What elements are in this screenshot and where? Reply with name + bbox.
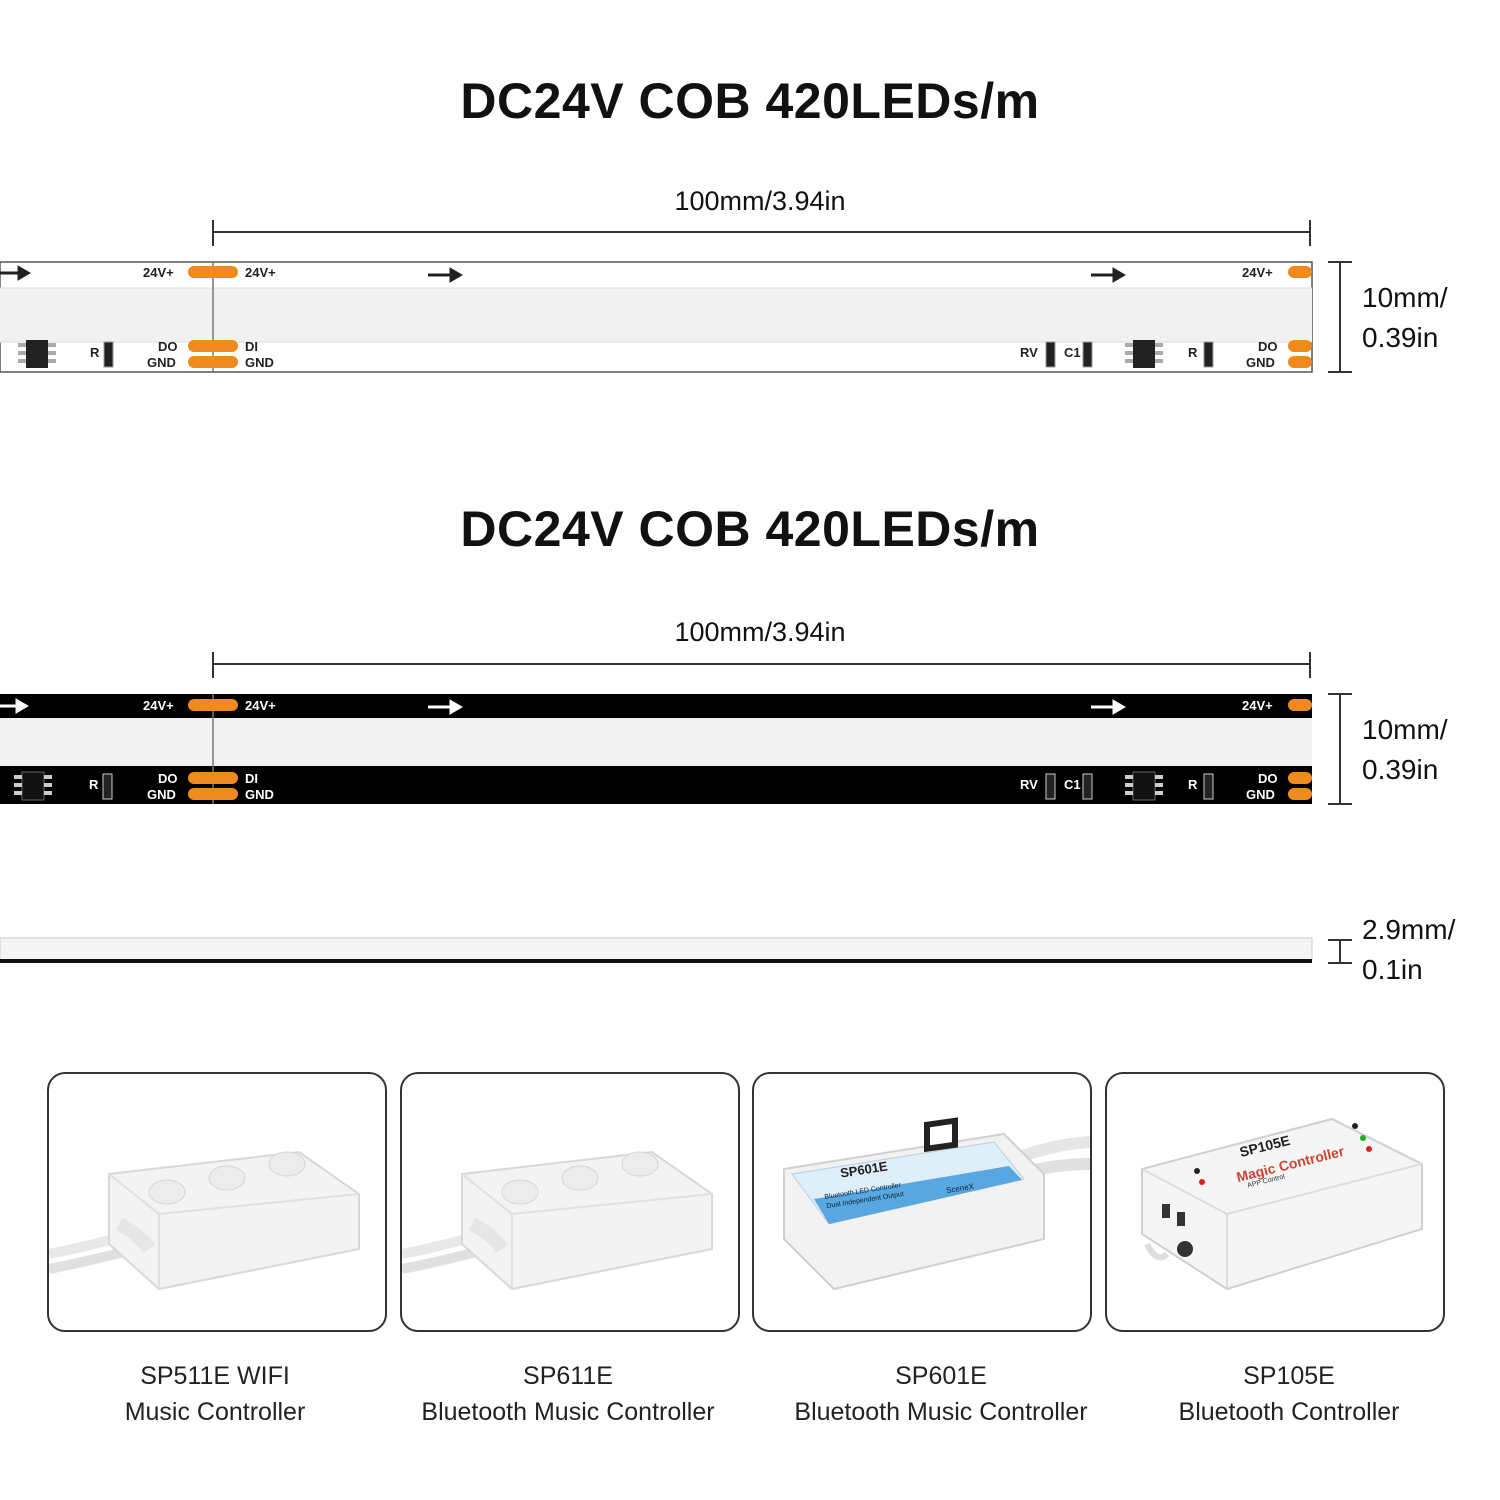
solder-pad	[1288, 266, 1312, 278]
strip-side-profile	[0, 937, 1352, 964]
label-24v-right: 24V+	[1242, 265, 1273, 280]
label-c1: C1	[1064, 777, 1081, 792]
label-di: DI	[245, 771, 258, 786]
label-gnd-mid: GND	[245, 787, 274, 802]
solder-pad	[188, 699, 238, 711]
resistor-icon	[1045, 341, 1056, 368]
resistor-icon	[1203, 773, 1214, 800]
label-do-right: DO	[1258, 771, 1278, 786]
solder-pad	[1288, 699, 1312, 711]
thickness-label: 2.9mm/ 0.1in	[1362, 914, 1456, 985]
solder-pad	[188, 340, 238, 352]
section-1-title: DC24V COB 420LEDs/m	[460, 73, 1040, 129]
label-gnd-right: GND	[1246, 355, 1275, 370]
controller-card-sp611e[interactable]	[400, 1072, 740, 1332]
solder-pad	[1288, 356, 1312, 368]
caption-sp511e: SP511E WIFI Music Controller	[124, 1362, 306, 1426]
label-r: R	[90, 345, 100, 360]
solder-pad	[188, 266, 238, 278]
label-gnd-right: GND	[1246, 787, 1275, 802]
label-24v-mid: 24V+	[245, 698, 276, 713]
controller-card-sp511e[interactable]	[47, 1072, 387, 1332]
resistor-icon	[103, 341, 114, 368]
solder-pad	[188, 772, 238, 784]
direction-arrow-icon	[1091, 699, 1126, 715]
cob-diffuser	[0, 718, 1312, 766]
sp601e-controller-image	[783, 1117, 1090, 1291]
bluetooth-music-controller-image	[402, 1150, 713, 1291]
resistor-icon	[1045, 773, 1056, 800]
caption-sp611e: SP611E Bluetooth Music Controller	[421, 1362, 715, 1426]
capacitor-icon	[1082, 773, 1093, 800]
solder-pad	[188, 356, 238, 368]
solder-pad	[1288, 788, 1312, 800]
label-c1: C1	[1064, 345, 1081, 360]
section-1-width-label: 10mm/ 0.39in	[1362, 282, 1448, 353]
label-rv: RV	[1020, 345, 1038, 360]
controller-card-sp105e[interactable]: SP105E Magic Controller APP Control	[1105, 1072, 1445, 1332]
label-rv: RV	[1020, 777, 1038, 792]
direction-arrow-icon	[0, 265, 31, 281]
label-24v-right: 24V+	[1242, 698, 1273, 713]
section-2-width-label: 10mm/ 0.39in	[1362, 714, 1448, 785]
solder-pad	[1288, 340, 1312, 352]
caption-sp601e: SP601E Bluetooth Music Controller	[794, 1362, 1088, 1426]
cob-diffuser	[0, 288, 1312, 342]
label-gnd-mid: GND	[245, 355, 274, 370]
label-24v-left: 24V+	[143, 265, 174, 280]
wifi-music-controller-image	[49, 1150, 360, 1291]
label-gnd-left: GND	[147, 355, 176, 370]
section-1-strip-diagram	[0, 220, 1352, 373]
capacitor-icon	[1082, 341, 1093, 368]
ic-chip-icon	[1125, 771, 1163, 801]
sp105e-controller-image	[1141, 1117, 1423, 1291]
direction-arrow-icon	[0, 698, 29, 714]
section-2-strip-diagram	[0, 652, 1352, 805]
label-gnd-left: GND	[147, 787, 176, 802]
direction-arrow-icon	[1091, 267, 1126, 283]
direction-arrow-icon	[428, 699, 463, 715]
solder-pad	[1288, 772, 1312, 784]
resistor-icon	[1203, 341, 1214, 368]
label-do-right: DO	[1258, 339, 1278, 354]
solder-pad	[188, 788, 238, 800]
label-r: R	[1188, 777, 1198, 792]
section-2-length-label: 100mm/3.94in	[674, 617, 846, 647]
label-do-left: DO	[158, 339, 178, 354]
section-1-length-label: 100mm/3.94in	[674, 186, 846, 216]
ic-chip-icon	[1125, 340, 1163, 368]
ic-chip-icon	[14, 771, 52, 801]
label-di: DI	[245, 339, 258, 354]
resistor-icon	[102, 773, 113, 800]
controller-card-sp601e[interactable]: SP601E Bluetooth LED Controller Dual Ind…	[752, 1072, 1092, 1332]
label-do-left: DO	[158, 771, 178, 786]
section-2-title: DC24V COB 420LEDs/m	[460, 501, 1040, 557]
label-r: R	[1188, 345, 1198, 360]
ic-chip-icon	[18, 340, 56, 368]
caption-sp105e: SP105E Bluetooth Controller	[1178, 1362, 1400, 1426]
label-24v-left: 24V+	[143, 698, 174, 713]
direction-arrow-icon	[428, 267, 463, 283]
label-r: R	[89, 777, 99, 792]
label-24v-mid: 24V+	[245, 265, 276, 280]
